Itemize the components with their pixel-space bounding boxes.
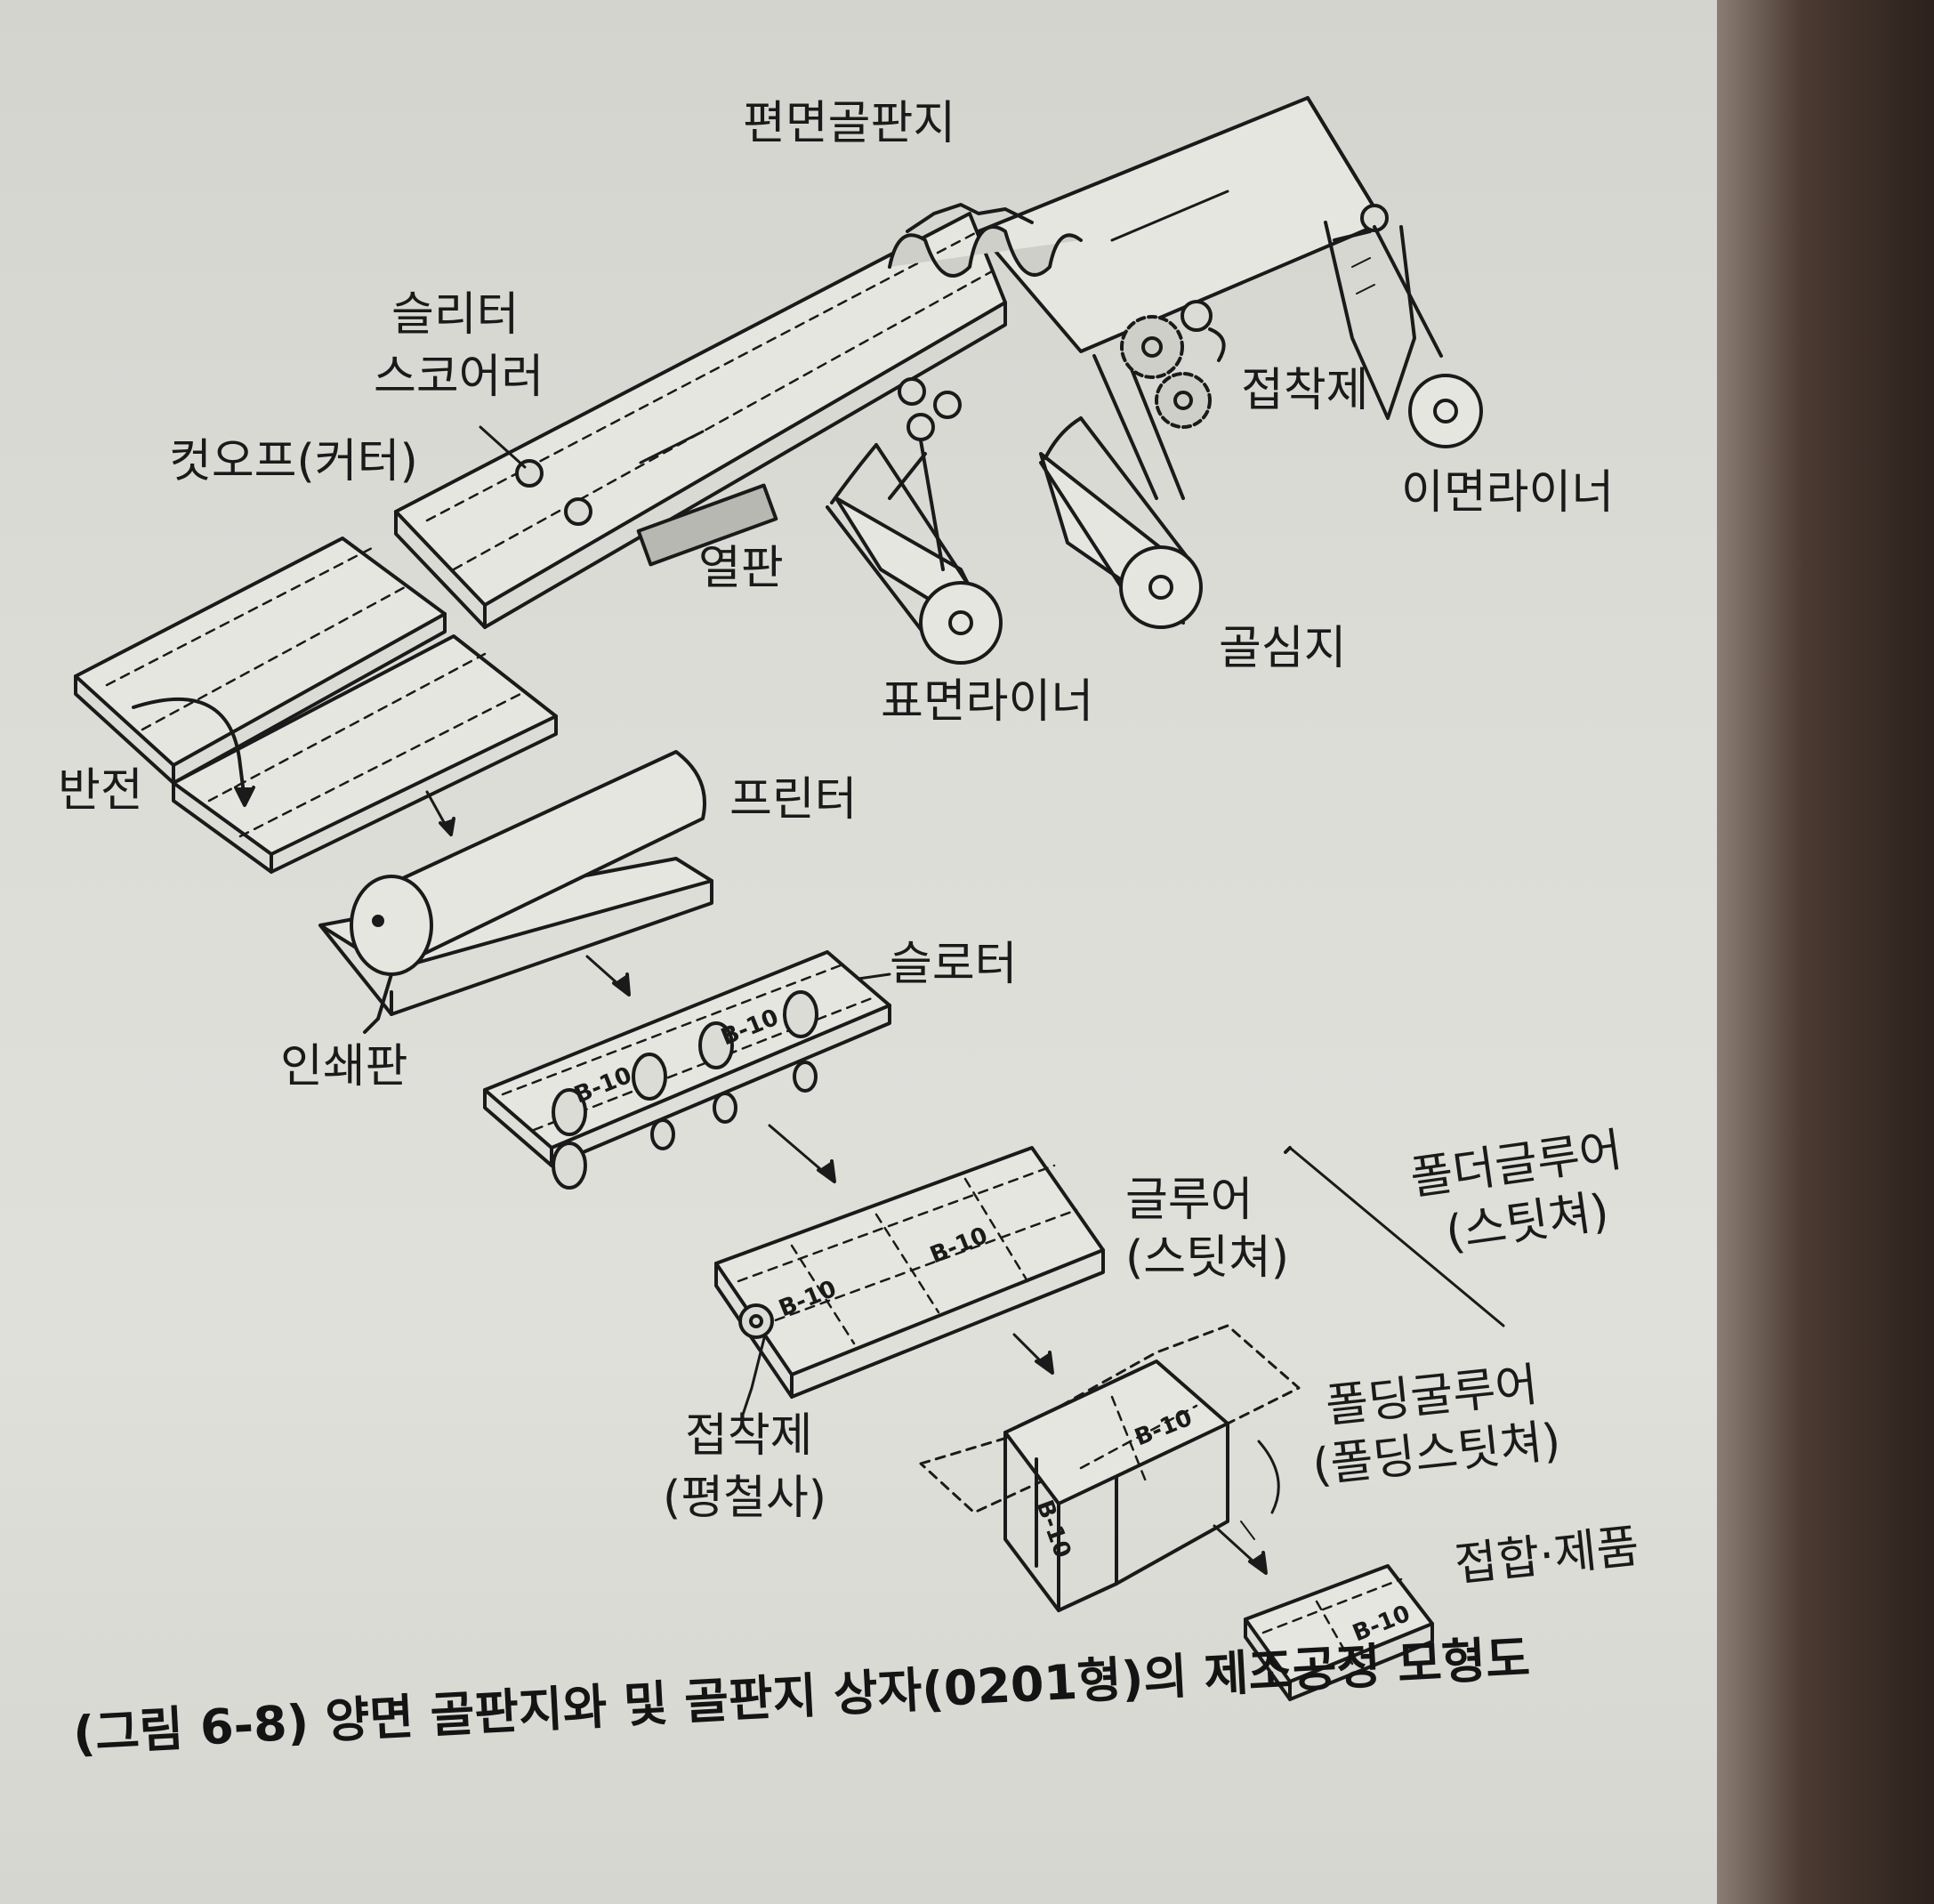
label-gluer: 글루어 <box>1125 1174 1253 1228</box>
label-front-liner: 표면라이너 <box>881 676 1093 730</box>
scorer-wheel <box>566 499 591 524</box>
label-cutoff: 컷오프(커터) <box>169 436 418 489</box>
label-slotter: 슬로터 <box>890 939 1018 992</box>
label-scorer: 스코어러 <box>374 351 544 405</box>
label-back-liner: 이면라이너 <box>1401 467 1614 520</box>
folding-gluer-unit <box>921 1326 1299 1610</box>
label-slitter: 슬리터 <box>391 289 520 343</box>
label-adhesive-bottom-sub: (평철사) <box>663 1472 826 1526</box>
label-gluer-sub: (스팃쳐) <box>1125 1232 1289 1286</box>
label-printer: 프린터 <box>729 774 858 827</box>
slotter-unit <box>485 952 890 1188</box>
gear-icon <box>1122 302 1224 427</box>
label-printing-plate: 인쇄판 <box>280 1041 408 1094</box>
label-corrugating-medium: 골심지 <box>1219 623 1347 676</box>
process-diagram: B-10 B-10 B-10 B-10 B-10 B-10 B-10 <box>0 0 1717 1904</box>
label-heating-plate: 열판 <box>698 543 784 596</box>
label-adhesive-top: 접착제 <box>1241 365 1369 418</box>
front-liner-roll <box>827 440 1001 663</box>
label-adhesive-bottom: 접착제 <box>685 1410 813 1464</box>
book-spine-shadow <box>1717 0 1934 1904</box>
label-single-face-board: 편면골판지 <box>743 98 955 151</box>
gluer-unit <box>716 1125 1503 1415</box>
label-reversal: 반전 <box>58 765 143 819</box>
